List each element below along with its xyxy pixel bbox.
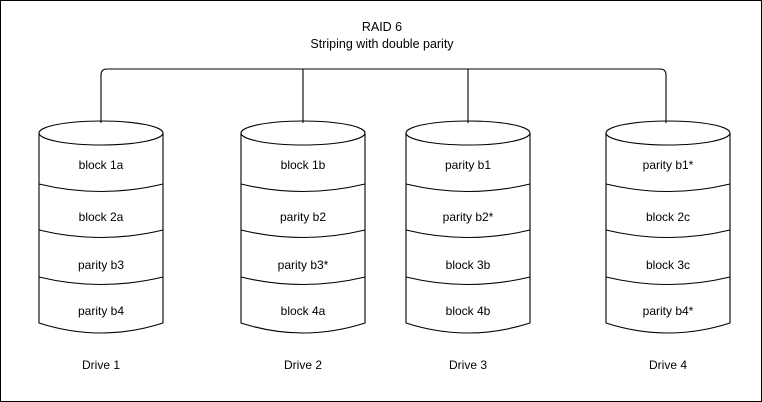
drive-1-cell-1: block 1a	[78, 158, 124, 172]
divider-3-1	[405, 183, 531, 193]
drive-label-3: Drive 3	[448, 358, 487, 372]
divider-2-1	[240, 183, 366, 193]
drive-4-cell-4: parity b4*	[642, 304, 694, 318]
diagram-title-main: RAID 6	[361, 20, 403, 34]
drive-3-cell-2: parity b2*	[442, 210, 494, 224]
divider-4-3	[605, 276, 731, 286]
drive-label-4: Drive 4	[648, 358, 687, 372]
drive-3-cell-3: block 3b	[445, 258, 491, 272]
divider-4-1	[605, 183, 731, 193]
drive-cylinder-2	[240, 120, 366, 334]
drive-1-cell-4: parity b4	[77, 304, 125, 318]
divider-3-2	[405, 229, 531, 239]
divider-1-2	[38, 229, 164, 239]
drive-2-cell-3: parity b3*	[277, 258, 329, 272]
drive-4-cell-3: block 3c	[645, 258, 691, 272]
diagram-title-subtitle: Striping with double parity	[310, 37, 454, 51]
drive-label-1: Drive 1	[81, 358, 120, 372]
divider-2-3	[240, 276, 366, 286]
drive-4-cell-1: parity b1*	[642, 158, 694, 172]
divider-1-1	[38, 183, 164, 193]
drive-4-cell-2: block 2c	[645, 210, 691, 224]
divider-4-2	[605, 229, 731, 239]
divider-2-2	[240, 229, 366, 239]
diagram-title: RAID 6 Striping with double parity	[1, 19, 761, 53]
drive-cylinder-3	[405, 120, 531, 334]
divider-3-3	[405, 276, 531, 286]
drive-2-cell-1: block 1b	[280, 158, 326, 172]
drive-1-cell-3: parity b3	[77, 258, 125, 272]
drive-3-cell-4: block 4b	[445, 304, 491, 318]
drive-1-cell-2: block 2a	[78, 210, 124, 224]
bus-spine	[100, 68, 667, 123]
divider-1-3	[38, 276, 164, 286]
drive-3-cell-1: parity b1	[444, 158, 492, 172]
drive-cylinder-4	[605, 120, 731, 334]
drive-2-cell-4: block 4a	[280, 304, 326, 318]
drive-label-2: Drive 2	[283, 358, 322, 372]
drive-2-cell-2: parity b2	[279, 210, 327, 224]
drive-cylinder-1	[38, 120, 164, 334]
